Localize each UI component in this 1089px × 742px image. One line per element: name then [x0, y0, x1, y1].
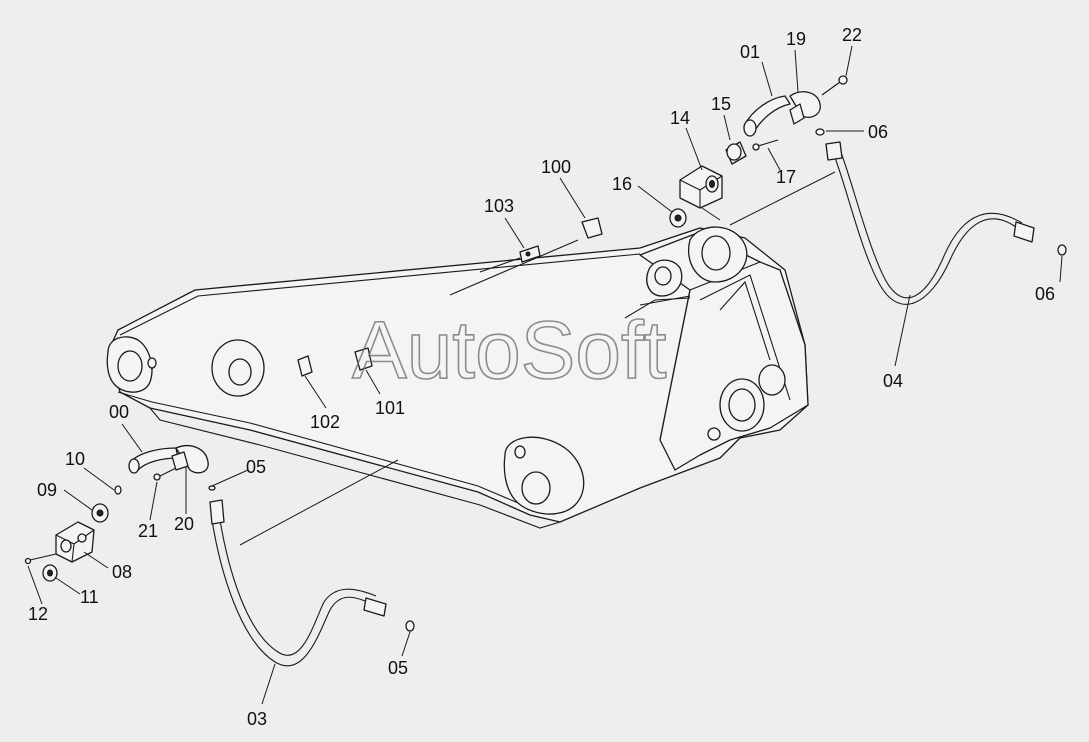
label-19: 19 — [786, 29, 806, 49]
leader-lines — [27, 45, 1063, 705]
clamp-102 — [297, 355, 313, 377]
lower-line-assembly — [24, 445, 415, 667]
label-04: 04 — [883, 371, 903, 391]
clamp-101 — [354, 347, 373, 371]
label-16: 16 — [612, 174, 632, 194]
label-05-upper: 05 — [246, 457, 266, 477]
label-22: 22 — [842, 25, 862, 45]
upper-line-assembly — [669, 75, 1067, 305]
elbow-19 — [789, 91, 821, 118]
label-12: 12 — [28, 604, 48, 624]
clamp-100 — [581, 217, 603, 239]
label-03: 03 — [247, 709, 267, 729]
pipe-01 — [743, 95, 791, 133]
label-102: 102 — [310, 412, 340, 432]
hose-04 — [831, 149, 1021, 305]
hose-03 — [211, 519, 373, 667]
boom-arm — [106, 226, 809, 529]
label-103: 103 — [484, 196, 514, 216]
label-10: 10 — [65, 449, 85, 469]
top-clamps — [449, 217, 603, 296]
label-11: 11 — [80, 587, 99, 607]
label-00: 00 — [109, 402, 129, 422]
connecting-lines — [239, 171, 836, 546]
part-labels: 01 19 22 06 15 14 16 17 100 103 101 102 … — [28, 25, 1055, 729]
label-15: 15 — [711, 94, 731, 114]
label-01: 01 — [740, 42, 760, 62]
label-100: 100 — [541, 157, 571, 177]
label-14: 14 — [670, 108, 690, 128]
label-17: 17 — [776, 167, 796, 187]
label-20: 20 — [174, 514, 194, 534]
watermark-text: AutoSoft — [352, 305, 667, 396]
label-06-right: 06 — [1035, 284, 1055, 304]
label-08: 08 — [112, 562, 132, 582]
label-06-upper: 06 — [868, 122, 888, 142]
label-21: 21 — [138, 521, 158, 541]
label-09: 09 — [37, 480, 57, 500]
label-05-lower: 05 — [388, 658, 408, 678]
label-101: 101 — [375, 398, 405, 418]
